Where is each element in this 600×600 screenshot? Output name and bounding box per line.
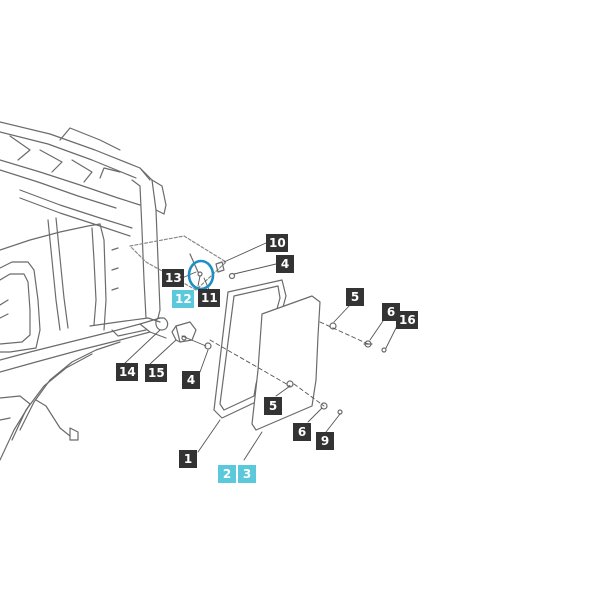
callout-3: 3: [238, 465, 256, 483]
callout-5-top: 5: [346, 288, 364, 306]
callout-5-lower: 5: [264, 397, 282, 415]
callout-4-left: 4: [182, 371, 200, 389]
hinge-bracket: [155, 317, 197, 343]
reference-outline: [129, 235, 227, 291]
callout-14: 14: [116, 363, 138, 381]
callout-10: 10: [266, 234, 288, 252]
callout-9: 9: [316, 432, 334, 450]
callout-13: 13: [162, 269, 184, 287]
callout-12: 12: [172, 290, 194, 308]
callout-6-top: 6: [382, 303, 400, 321]
callout-1: 1: [179, 450, 197, 468]
callout-2: 2: [218, 465, 236, 483]
callout-15: 15: [145, 364, 167, 382]
callout-16: 16: [396, 311, 418, 329]
callout-4-top: 4: [276, 255, 294, 273]
cab-frame: [0, 121, 167, 461]
callout-11: 11: [198, 289, 220, 307]
callout-6-lower: 6: [293, 423, 311, 441]
glass-panel: [251, 295, 321, 431]
